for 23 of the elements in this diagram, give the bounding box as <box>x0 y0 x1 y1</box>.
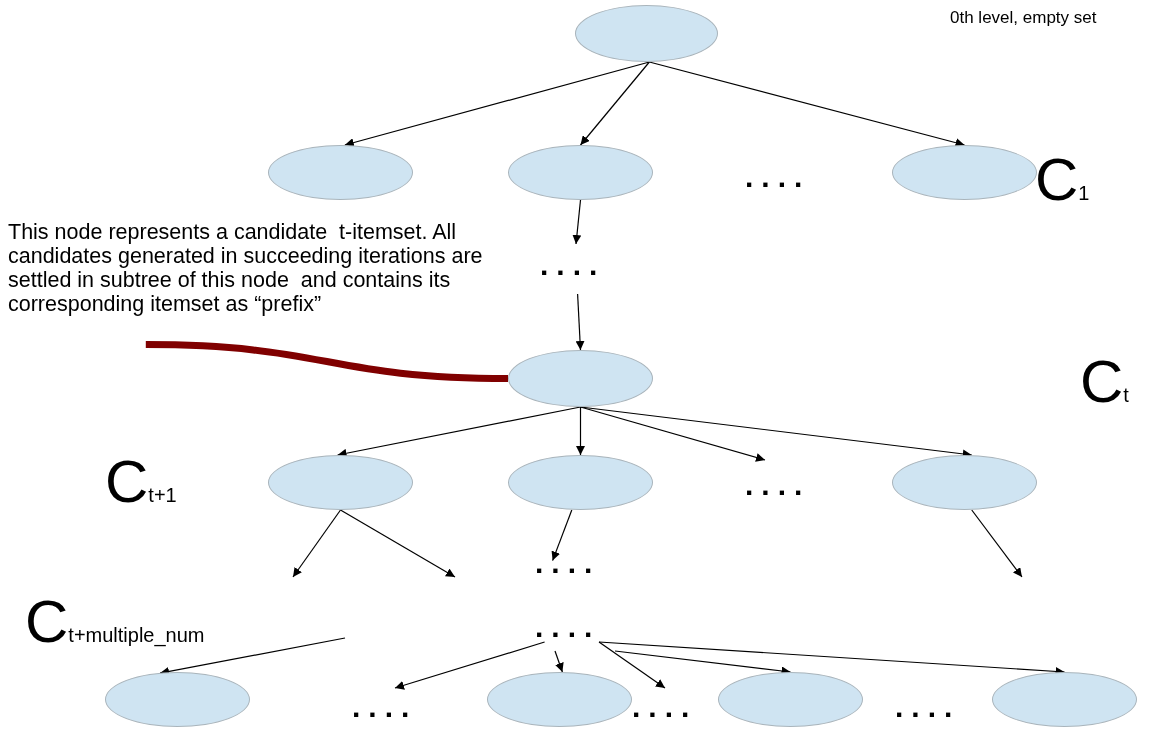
arrow <box>292 509 342 578</box>
ellipsis-marker: .... <box>352 692 418 722</box>
arrow <box>971 509 1023 578</box>
ellipsis-marker: .... <box>632 692 698 722</box>
leader-line <box>145 341 509 382</box>
ellipsis-marker: .... <box>745 162 811 192</box>
annotation-text: This node represents a candidate t-itemset. All candidates generated in succeeding iterations are settled in subtree of this node and contains its corresponding itemset as “prefix” <box>8 220 538 360</box>
ellipsis-marker: .... <box>535 548 615 584</box>
arrow <box>572 199 582 245</box>
ellipsis-marker: .... <box>540 250 620 290</box>
arrow <box>551 509 573 562</box>
ellipsis-marker: .... <box>535 612 615 642</box>
arrow <box>554 650 564 673</box>
arrow <box>339 509 456 578</box>
arrow <box>394 641 546 690</box>
level-label: 0th level, empty set <box>950 8 1097 28</box>
arrow <box>344 61 650 147</box>
ellipsis-marker: .... <box>895 692 961 722</box>
arrow <box>576 406 585 456</box>
arrow <box>598 641 666 689</box>
ellipsis-marker: .... <box>745 470 811 500</box>
arrow <box>575 293 585 351</box>
arrow <box>579 61 650 146</box>
